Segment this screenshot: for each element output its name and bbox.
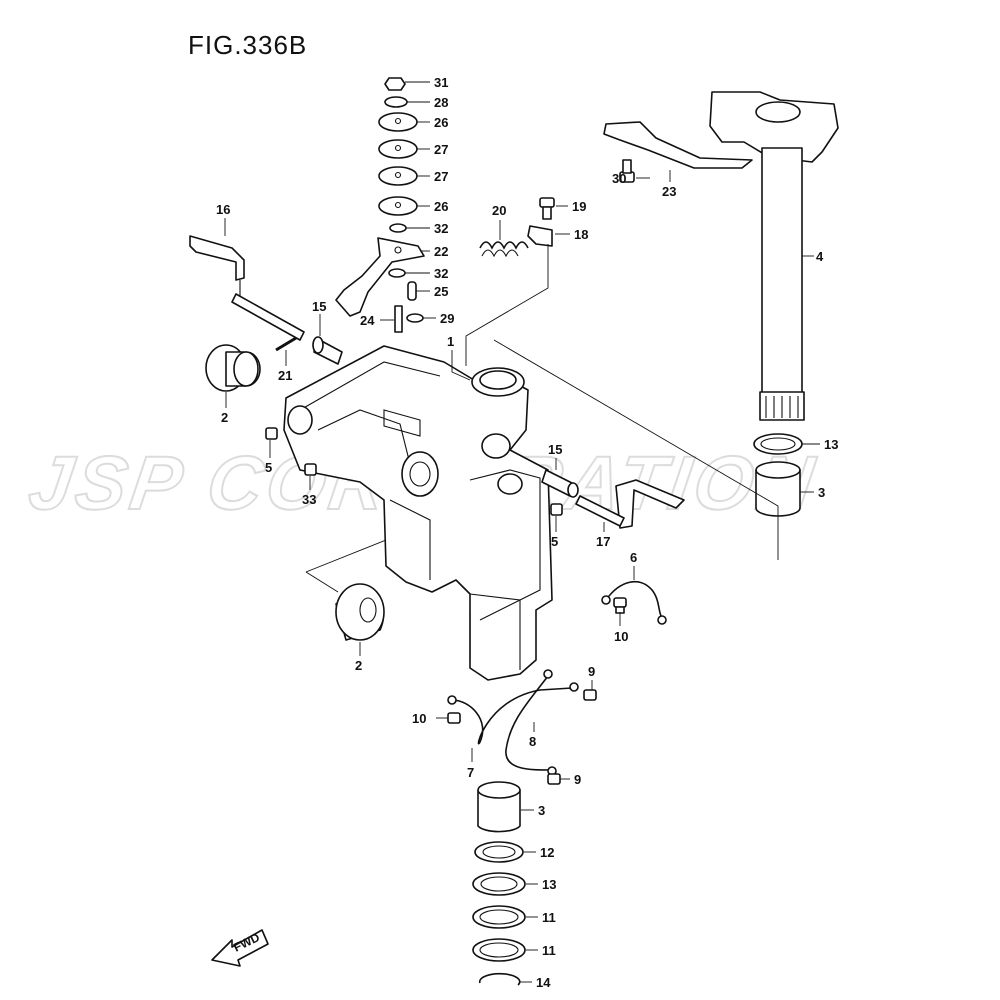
callout-15-left: 15: [312, 299, 326, 314]
callout-10-left: 10: [412, 711, 426, 726]
leader-lines: [224, 81, 820, 983]
plate-26-bottom: [378, 196, 418, 216]
lead-wire-6: [601, 580, 667, 625]
callout-12: 12: [540, 845, 554, 860]
figure-title: FIG.336B: [188, 30, 308, 60]
screw-5-left: [265, 427, 278, 440]
callout-16: 16: [216, 202, 230, 217]
callout-11-b: 11: [542, 943, 556, 958]
bushing-2-upper: [205, 344, 261, 392]
callout-20: 20: [492, 203, 506, 218]
washer-29: [406, 313, 424, 323]
callout-4: 4: [816, 249, 824, 264]
callout-3-lower: 3: [538, 803, 545, 818]
callout-32-bottom: 32: [434, 266, 448, 281]
snap-ring-14: [478, 972, 521, 986]
callout-21: 21: [278, 368, 292, 383]
bushing-2-lower: [335, 583, 385, 641]
clip-18: [527, 225, 553, 247]
callout-26-bottom: 26: [434, 199, 448, 214]
bolt-10-right: [613, 597, 627, 614]
washer-13-right: [753, 433, 803, 455]
washer-32-top: [389, 223, 407, 233]
callout-33: 33: [302, 492, 316, 507]
lever-16: [189, 235, 305, 341]
pin-25: [407, 281, 417, 301]
bolt-9-upper: [583, 689, 597, 701]
callout-1: 1: [447, 334, 454, 349]
callout-32-top: 32: [434, 221, 448, 236]
pin-15-right: [541, 469, 579, 498]
swivel-bracket-1: [283, 345, 553, 681]
callout-17: 17: [596, 534, 610, 549]
callout-9-upper: 9: [588, 664, 595, 679]
ring-11-b: [472, 938, 526, 962]
callout-27-a: 27: [434, 142, 448, 157]
steering-shaft-4: [709, 91, 839, 421]
callout-24: 24: [360, 313, 375, 328]
callout-14: 14: [536, 975, 551, 990]
callout-3-right: 3: [818, 485, 825, 500]
callout-10-right: 10: [614, 629, 628, 644]
bushing-3-lower: [477, 781, 521, 833]
bolt-19: [539, 197, 555, 220]
lever-17: [575, 479, 685, 529]
pin-21: [275, 336, 297, 352]
callout-13-lower: 13: [542, 877, 556, 892]
bolt-9-lower: [547, 773, 561, 785]
callout-13-right: 13: [824, 437, 838, 452]
callout-8: 8: [529, 734, 536, 749]
callout-7: 7: [467, 765, 474, 780]
callout-28: 28: [434, 95, 448, 110]
bushing-3-right: [755, 461, 801, 517]
callout-22: 22: [434, 244, 448, 259]
ring-12: [474, 841, 524, 863]
ring-11-a: [472, 905, 526, 929]
callout-9-lower: 9: [574, 772, 581, 787]
callout-2-lower: 2: [355, 658, 362, 673]
callout-29: 29: [440, 311, 454, 326]
callout-31: 31: [434, 75, 448, 90]
callout-5-left: 5: [265, 460, 272, 475]
callout-18: 18: [574, 227, 588, 242]
lead-wire-8: [505, 669, 557, 776]
washer-28: [384, 96, 408, 108]
fwd-arrow: FWD: [211, 929, 269, 967]
callout-30: 30: [612, 171, 626, 186]
pin-15-left: [312, 336, 343, 365]
bolt-24: [394, 305, 403, 333]
screw-5-right: [550, 503, 563, 516]
spring-20: [479, 241, 529, 258]
plate-23: [603, 121, 753, 169]
callout-27-b: 27: [434, 169, 448, 184]
callout-11-a: 11: [542, 910, 556, 925]
callout-labels: 31 28 26 27 27 26 32 22 32 25 24 29 16 1…: [216, 75, 838, 990]
lever-22: [335, 237, 425, 317]
plate-26-top: [378, 112, 418, 132]
washer-32-bottom: [388, 268, 406, 278]
nut-31: [384, 77, 406, 91]
callout-25: 25: [434, 284, 448, 299]
callout-19: 19: [572, 199, 586, 214]
callout-23: 23: [662, 184, 676, 199]
callout-26-top: 26: [434, 115, 448, 130]
screw-33: [304, 463, 317, 476]
callout-2-upper: 2: [221, 410, 228, 425]
lead-wire-7: [447, 682, 579, 745]
bolt-10-left: [447, 712, 461, 724]
bolt-30: [619, 159, 635, 183]
plate-27-b: [378, 166, 418, 186]
callout-5-right: 5: [551, 534, 558, 549]
callout-6: 6: [630, 550, 637, 565]
ring-13-lower: [472, 872, 526, 896]
plate-27-a: [378, 139, 418, 159]
callout-15-right: 15: [548, 442, 562, 457]
